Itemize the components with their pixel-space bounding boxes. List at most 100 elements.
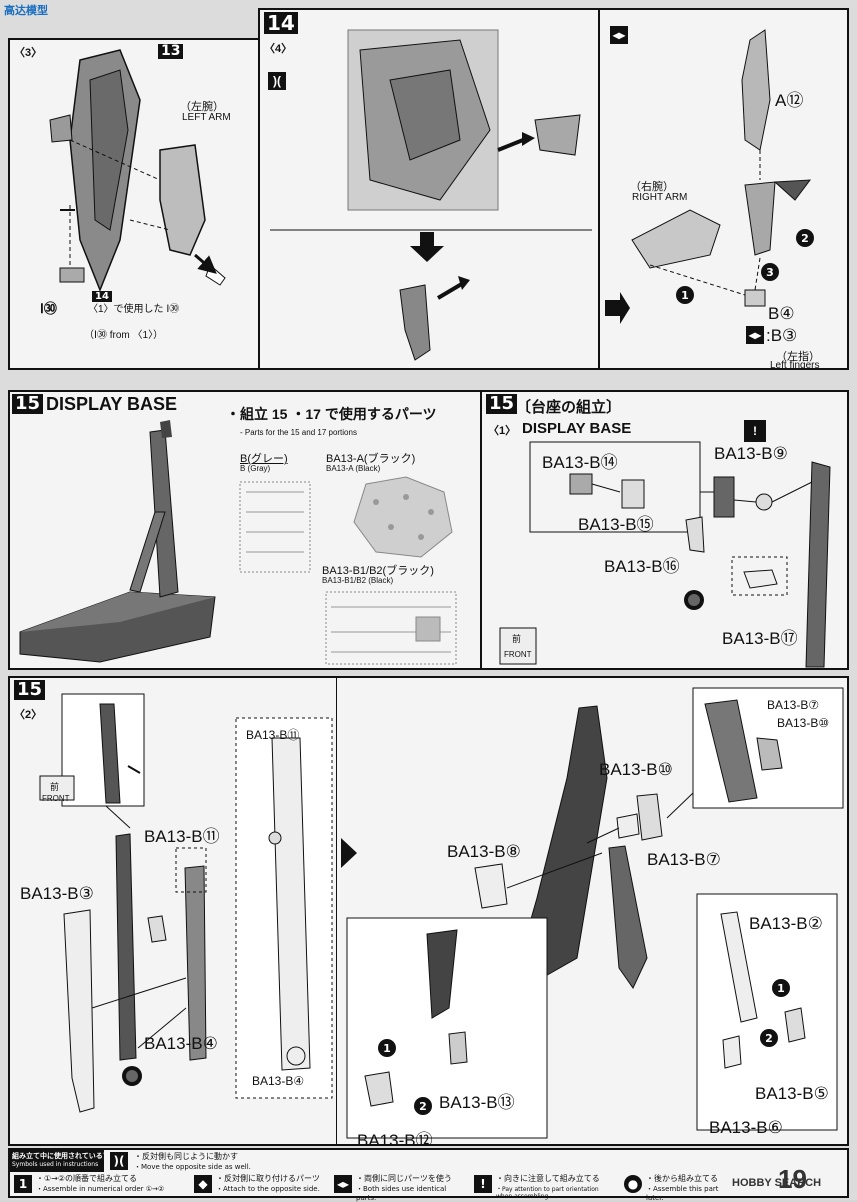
step-number: 15: [14, 680, 46, 700]
legend-item-move-opposite: ・反対側も同じように動かす・Move the opposite side as …: [134, 1152, 251, 1171]
runner-ba13b-en: BA13-B1/B2 (Black): [322, 576, 394, 585]
part-label-ba13-b10-detail: BA13-B⑩: [777, 716, 830, 730]
display-base-illustration: [19, 420, 216, 663]
panel-step14-4: 14 〈4〉 )(: [258, 8, 600, 370]
fingers-label-en: Left fingers: [770, 360, 820, 370]
part-label-ba13-b16: BA13-B⑯: [604, 557, 680, 576]
move-opposite-icon: )(: [268, 72, 286, 90]
display-base-title: DISPLAY BASE: [46, 394, 178, 414]
step-sub-label: 〈2〉: [14, 709, 43, 721]
part-label-ba13-b10: BA13-B⑩: [599, 760, 673, 779]
panel-step15-2: 15 〈2〉 前 FRONT BA13-B⑪ BA13-B③ BA13-B④ B…: [8, 676, 338, 1146]
opposite-attach-icon: ◂▸: [746, 326, 764, 344]
step-number: 14: [264, 12, 298, 35]
front-label-jp: 前: [50, 782, 60, 792]
panel-parts-list: ・組立 15 ・17 で使用するパーツ - Parts for the 15 a…: [216, 390, 482, 670]
svg-text:1: 1: [383, 1042, 391, 1055]
parts-list-subtitle: - Parts for the 15 and 17 portions: [240, 428, 357, 437]
right-arm-diagram: 1 2 3: [605, 29, 814, 324]
legend-item-assemble-order: ・①→②の順番で組み立てる・Assemble in numerical orde…: [36, 1174, 165, 1193]
front-label-jp: 前: [512, 634, 522, 644]
step-marker-3: 3: [766, 266, 774, 279]
step-marker-2: 2: [801, 232, 809, 245]
runner-b-gray-en: B (Gray): [240, 464, 271, 473]
legend-row-1: ・①→②の順番で組み立てる・Assemble in numerical orde…: [8, 1170, 849, 1202]
note-en: （Ⅰ㉚ from 〈1〉）: [84, 330, 164, 341]
part-label-i30: Ⅰ㉚: [40, 301, 57, 316]
move-opposite-icon: )(: [110, 1152, 128, 1170]
legend-item-both-sides: ・両側に同じパーツを使う・Both sides use identical pa…: [356, 1174, 452, 1202]
step-marker-1: 1: [681, 289, 689, 302]
step-number: 13: [158, 42, 184, 60]
ref-step-num: 14: [92, 286, 112, 304]
part-label-ba13-b4: BA13-B④: [144, 1034, 218, 1053]
panel-step14-3: 〈3〉 13 （左腕） LEFT ARM Ⅰ㉚ 14 〈1〉で使用した Ⅰ㉚ （…: [8, 38, 260, 370]
part-label-b3: :B③: [766, 326, 798, 345]
part-label-ba13-b17: BA13-B⑰: [722, 629, 798, 648]
order-icon: 1: [14, 1175, 32, 1193]
left-arm-diagram: [49, 49, 226, 293]
orientation-icon: !: [744, 420, 766, 442]
right-arm-label-jp: （右腕）: [630, 181, 674, 193]
site-logo: 高达模型: [4, 5, 48, 17]
part-label-ba13-b3: BA13-B③: [20, 884, 94, 903]
stand-assembly-diagram: 1 2 1 2: [341, 687, 844, 1139]
left-arm-label-en: LEFT ARM: [182, 112, 231, 123]
panel-right-arm: ◂▸ 1 2 3 A⑫ （右腕） RIGHT ARM B④ ◂▸ :B③ （左指…: [598, 8, 849, 370]
part-label-ba13-b5: BA13-B⑤: [755, 1084, 829, 1103]
part-label-ba13-b7: BA13-B⑦: [647, 850, 721, 869]
front-label-en: FRONT: [504, 650, 532, 659]
watermark: HOBBY SEARCH: [732, 1177, 822, 1189]
base-assembly-diagram: [499, 441, 831, 668]
part-label-ba13-b13: BA13-B⑬: [439, 1093, 515, 1112]
runner-b-gray-jp: B(グレー): [240, 453, 288, 465]
part-label-a12: A⑫: [775, 91, 804, 110]
post-assembly-diagram: [39, 693, 333, 1113]
step-sub-label: 〈1〉: [488, 425, 517, 437]
fingers-label-jp: （左指）: [776, 351, 820, 363]
legend-item-attach-opposite: ・反対側に取り付けるパーツ・Attach to the opposite sid…: [216, 1174, 320, 1193]
opposite-side-icon: ◂▸: [610, 26, 628, 44]
orientation-icon: !: [474, 1175, 492, 1193]
part-label-ba13-b4-detail: BA13-B④: [252, 1074, 305, 1088]
part-label-ba13-b8: BA13-B⑧: [447, 842, 521, 861]
panel-step15-3: 1 2 1 2 BA13-B⑩ BA13-B⑧ BA13-B⑦ BA13-B⑦ …: [336, 676, 849, 1146]
front-label-en: FRONT: [42, 794, 70, 803]
opposite-attach-icon: ◆: [194, 1175, 212, 1193]
right-arm-label-en: RIGHT ARM: [632, 192, 688, 203]
step-title-en: DISPLAY BASE: [522, 420, 632, 437]
runners-illustration: [239, 476, 457, 665]
step-title-jp: 〔台座の組立〕: [516, 399, 622, 416]
panel-display-base: 15 DISPLAY BASE: [8, 390, 218, 670]
part-label-ba13-b2: BA13-B②: [749, 914, 823, 933]
display-base-step: 15: [12, 394, 44, 414]
panel-step15-1: 15 〔台座の組立〕 〈1〉 DISPLAY BASE ! BA13-B⑭ BA…: [480, 390, 849, 670]
svg-text:1: 1: [777, 982, 785, 995]
parts-list-title: ・組立 15 ・17 で使用するパーツ: [226, 406, 437, 422]
legend-item-orientation: ・向きに注意して組み立てる・Pay attention to part orie…: [496, 1174, 600, 1200]
left-arm-label-jp: （左腕）: [180, 101, 224, 113]
part-label-ba13-b15: BA13-B⑮: [578, 515, 654, 534]
part-label-ba13-b12: BA13-B⑫: [357, 1131, 433, 1146]
part-label-ba13-b11-detail: BA13-B⑪: [246, 728, 300, 742]
part-label-ba13-b7-detail: BA13-B⑦: [767, 698, 820, 712]
part-label-ba13-b14: BA13-B⑭: [542, 453, 618, 472]
svg-text:2: 2: [419, 1100, 427, 1113]
both-sides-icon: ◂▸: [334, 1175, 352, 1193]
svg-text:2: 2: [765, 1032, 773, 1045]
runner-ba13a-jp: BA13-A(ブラック): [326, 453, 416, 465]
part-label-ba13-b6: BA13-B⑥: [709, 1118, 783, 1137]
legend-item-assemble-later: ・後から組み立てる・Assemble this part later.: [646, 1174, 719, 1202]
part-label-ba13-b9: BA13-B⑨: [714, 444, 788, 463]
part-label-b4: B④: [768, 304, 795, 323]
legend-top: 組み立て中に使用されているアイコン Symbols used in instru…: [8, 1148, 849, 1172]
step-sub-label: 〈3〉: [14, 47, 43, 59]
legend-title: 組み立て中に使用されているアイコン Symbols used in instru…: [10, 1150, 104, 1172]
note-jp: 〈1〉で使用した Ⅰ㉚: [88, 304, 180, 315]
page-number: 19: [778, 1164, 807, 1194]
step-number: 15: [486, 394, 518, 414]
part-label-ba13-b11: BA13-B⑪: [144, 827, 220, 846]
torso-diagram: [270, 29, 592, 361]
assemble-later-icon: ●: [624, 1175, 642, 1193]
